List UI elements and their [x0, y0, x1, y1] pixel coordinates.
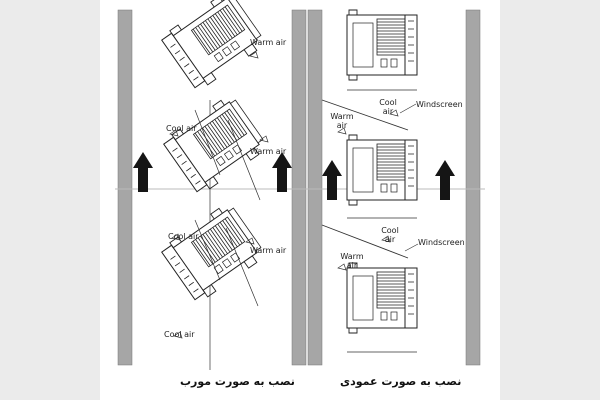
- label-warm-air-1: Warm air: [250, 38, 287, 47]
- label-cool-air-2: Cool air: [168, 232, 199, 241]
- drive-vertical-1: [346, 9, 418, 81]
- arrow-up-left-1: [133, 152, 153, 192]
- label-windscreen-1: Windscreen: [416, 100, 463, 109]
- label-warm-air-r2: Warm air: [340, 252, 364, 270]
- arrow-up-right-1: [322, 160, 342, 200]
- wall-right-outer: [465, 9, 481, 366]
- label-warm-air-r1: Warm air: [330, 112, 354, 130]
- wall-right-inner: [307, 9, 323, 366]
- arrow-up-left-2: [272, 152, 292, 192]
- caption-diagonal-installation: نصب به صورت مورب: [180, 375, 295, 388]
- label-cool-air-1: Cool air: [166, 124, 197, 133]
- wall-left-outer: [117, 9, 133, 366]
- label-warm-air-3: Warm air: [250, 246, 287, 255]
- label-cool-air-r2: Cool air: [381, 226, 399, 244]
- wall-bars: [117, 9, 481, 366]
- windscreen-2: [321, 224, 409, 259]
- wall-left-inner: [291, 9, 307, 366]
- drive-tilted-2: [161, 92, 270, 197]
- caption-vertical-installation: نصب به صورت عمودی: [340, 375, 462, 388]
- installation-diagram: [115, 0, 485, 370]
- drive-vertical-3: [346, 262, 418, 334]
- label-warm-air-2: Warm air: [250, 147, 287, 156]
- label-cool-air-3: Cool air: [164, 330, 195, 339]
- windscreen-1: [321, 99, 409, 131]
- diagram-frame: Warm air Cool air Warm air Cool air Warm…: [100, 0, 500, 400]
- left-panel-diagram: [159, 0, 270, 370]
- drive-vertical-2: [346, 134, 418, 206]
- arrow-up-right-2: [435, 160, 455, 200]
- label-cool-air-r1: Cool air: [379, 98, 397, 116]
- label-windscreen-2: Windscreen: [418, 238, 465, 247]
- right-panel-diagram: [321, 9, 419, 353]
